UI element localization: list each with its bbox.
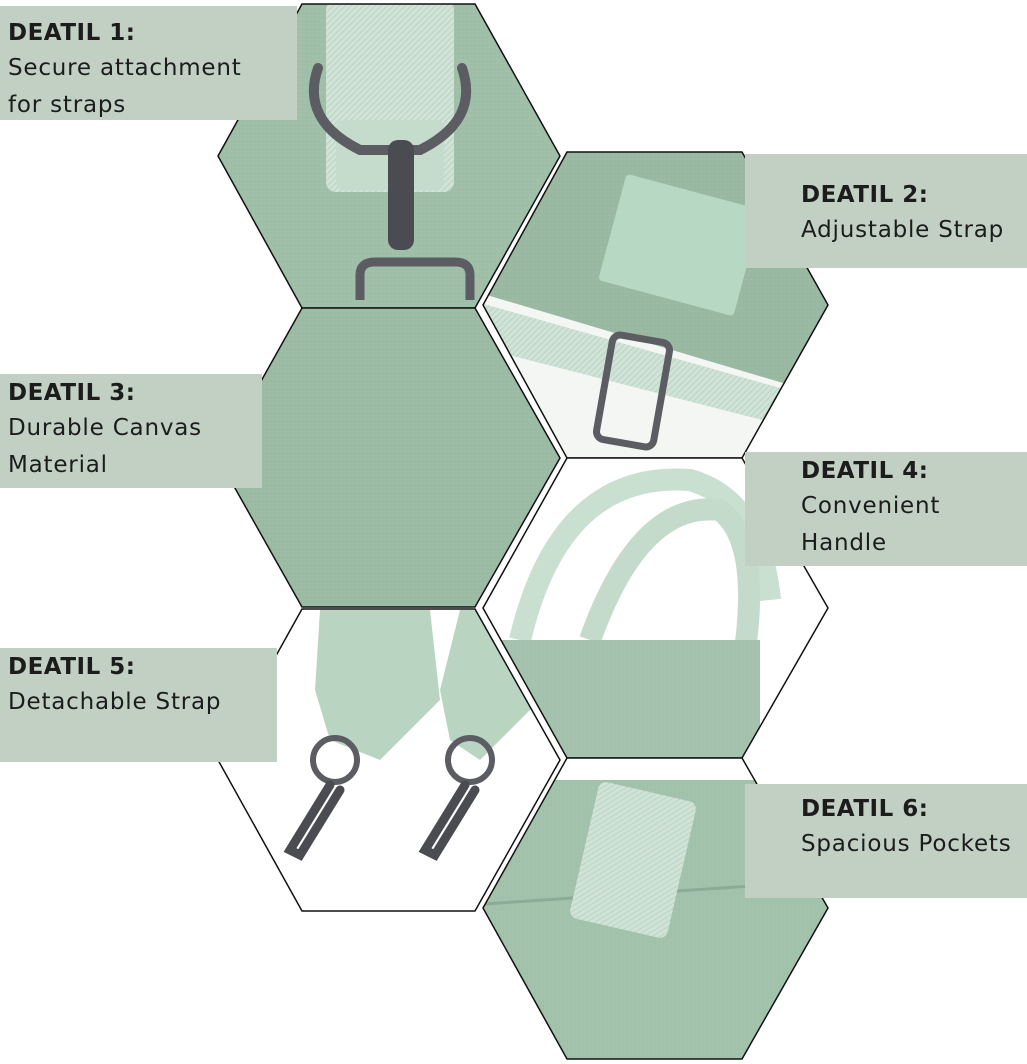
detail-6-title: DEATIL 6: (801, 796, 929, 822)
detail-6-desc-line-1: Spacious Pockets (801, 831, 1012, 857)
detail-1-desc-line-2: for straps (8, 92, 127, 118)
detail-4-title: DEATIL 4: (801, 458, 929, 484)
detail-2-title: DEATIL 2: (801, 182, 929, 208)
detail-4-desc-line-2: Handle (801, 530, 887, 556)
detail-5-label: DEATIL 5: Detachable Strap (0, 648, 277, 762)
detail-1-desc-line-1: Secure attachment (8, 55, 242, 81)
detail-4-label: DEATIL 4: Convenient Handle (745, 452, 1027, 566)
detail-5-desc-line-1: Detachable Strap (8, 689, 222, 715)
detail-5-title: DEATIL 5: (8, 654, 136, 680)
detail-3-title: DEATIL 3: (8, 380, 136, 406)
hex-detail-3 (217, 307, 561, 608)
detail-2-desc-line-1: Adjustable Strap (801, 217, 1005, 243)
detail-3-desc-line-2: Material (8, 452, 108, 478)
hex-detail-2 (482, 151, 829, 459)
detail-3-label: DEATIL 3: Durable Canvas Material (0, 374, 262, 488)
detail-6-label: DEATIL 6: Spacious Pockets (745, 784, 1027, 898)
detail-4-desc-line-1: Convenient (801, 493, 941, 519)
detail-2-label: DEATIL 2: Adjustable Strap (745, 154, 1027, 268)
detail-1-label: DEATIL 1: Secure attachment for straps (0, 6, 297, 120)
detail-3-desc-line-1: Durable Canvas (8, 415, 202, 441)
detail-1-title: DEATIL 1: (8, 20, 136, 46)
